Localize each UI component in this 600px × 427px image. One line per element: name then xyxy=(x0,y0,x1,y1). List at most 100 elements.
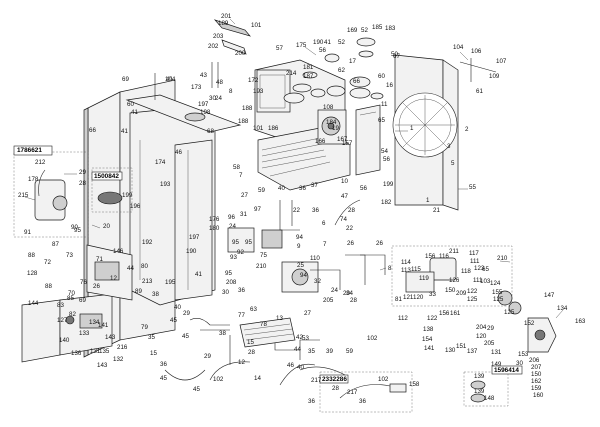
part-callout: 143 xyxy=(105,334,116,341)
part-callout: 199 xyxy=(122,192,133,199)
part-callout: 93 xyxy=(230,254,237,261)
part-callout: 153 xyxy=(518,351,529,358)
part-callout: 38 xyxy=(152,291,159,298)
plate-exchanger xyxy=(239,317,296,348)
part-callout: 193 xyxy=(253,88,264,95)
part-callout: 45 xyxy=(182,333,189,340)
part-callout: 203 xyxy=(213,33,224,40)
part-callout: 41 xyxy=(121,128,128,135)
part-callout: 111 xyxy=(470,258,480,265)
part-callout: 3 xyxy=(447,143,451,150)
part-callout: 125 xyxy=(467,296,478,303)
part-callout: 29 xyxy=(487,325,494,332)
part-callout: 180 xyxy=(209,225,220,232)
part-callout: 75 xyxy=(260,252,267,259)
part-callout: 205 xyxy=(323,297,334,304)
part-callout: 97 xyxy=(254,206,261,213)
part-callout: 101 xyxy=(253,125,264,132)
part-callout: 28 xyxy=(332,385,339,392)
part-callout: 60 xyxy=(127,101,134,108)
part-callout: 201 xyxy=(221,13,232,20)
part-callout: 188 xyxy=(242,105,253,112)
part-callout: 130 xyxy=(445,347,456,354)
part-callout: 26 xyxy=(376,240,383,247)
part-callout: 131 xyxy=(90,348,101,355)
part-callout: 102 xyxy=(378,376,389,383)
part-callout: 143 xyxy=(97,362,108,369)
part-callout: 139 xyxy=(474,373,485,380)
part-callout: 28 xyxy=(350,297,357,304)
part-callout: 20 xyxy=(103,223,110,230)
part-callout: 79 xyxy=(141,324,148,331)
part-callout: 122 xyxy=(427,315,438,322)
part-callout: 94 xyxy=(296,234,303,241)
fan-assembly xyxy=(317,109,347,145)
part-callout: 95 xyxy=(74,227,81,234)
part-callout: 68 xyxy=(207,128,214,135)
part-callout: 72 xyxy=(44,259,51,266)
part-callout: 30 xyxy=(222,289,229,296)
part-callout: 118 xyxy=(461,268,471,275)
part-callout: 184 xyxy=(326,119,337,126)
part-callout: 88 xyxy=(45,283,52,290)
part-callout: 159 xyxy=(531,385,542,392)
part-callout: 26 xyxy=(93,283,100,290)
part-callout: 175 xyxy=(296,42,307,49)
part-callout: 87 xyxy=(52,241,59,248)
part-callout: 95 xyxy=(245,239,252,246)
bottom-hoses xyxy=(164,361,346,386)
part-callout: 70 xyxy=(68,290,75,297)
part-callout: 147 xyxy=(544,292,555,299)
part-callout: 13 xyxy=(276,315,283,322)
part-callout: 94 xyxy=(300,272,307,279)
part-callout: 157 xyxy=(342,140,353,147)
part-callout: 19 xyxy=(332,125,339,132)
part-callout: 36 xyxy=(312,207,319,214)
part-callout: 34 xyxy=(346,290,353,297)
part-callout: 82 xyxy=(69,311,76,318)
part-callout: 28 xyxy=(248,349,255,356)
part-callout: 56 xyxy=(360,185,367,192)
part-callout: 161 xyxy=(450,310,461,317)
part-callout: 59 xyxy=(258,187,265,194)
part-callout: 7 xyxy=(323,241,327,248)
part-callout: 24 xyxy=(215,95,222,102)
part-callout: 65 xyxy=(482,266,489,273)
part-callout: 122 xyxy=(467,288,478,295)
part-callout: 135 xyxy=(99,348,110,355)
part-callout: 120 xyxy=(476,333,487,340)
part-callout: 15 xyxy=(247,339,254,346)
part-callout: 69 xyxy=(79,297,86,304)
front-frame xyxy=(392,54,459,211)
part-callout: 169 xyxy=(347,27,358,34)
part-callout: 29 xyxy=(79,169,86,176)
part-callout: 124 xyxy=(490,280,501,287)
kit-box-b xyxy=(91,167,133,213)
kit-box-a xyxy=(13,145,89,238)
part-callout: 29 xyxy=(183,310,190,317)
part-callout: 148 xyxy=(484,395,495,402)
part-callout: 29 xyxy=(204,353,211,360)
part-callout: 146 xyxy=(113,248,124,255)
part-callout: 128 xyxy=(27,270,38,277)
part-callout: 125 xyxy=(493,296,504,303)
kit-code-b: 1500842 xyxy=(94,173,119,180)
part-callout: 95 xyxy=(225,270,232,277)
part-callout: 36 xyxy=(299,185,306,192)
part-callout: 52 xyxy=(361,27,368,34)
part-callout: 107 xyxy=(496,58,507,65)
part-callout: 140 xyxy=(59,337,70,344)
part-callout: 199 xyxy=(383,181,394,188)
part-callout: 39 xyxy=(326,348,333,355)
part-callout: 106 xyxy=(471,48,482,55)
part-callout: 200 xyxy=(235,50,246,57)
part-callout: 192 xyxy=(142,239,153,246)
part-callout: 74 xyxy=(340,216,347,223)
part-callout: 215 xyxy=(18,192,29,199)
insulation-panel xyxy=(355,104,381,176)
part-callout: 78 xyxy=(260,321,267,328)
part-callout: 24 xyxy=(229,223,236,230)
part-callout: 121 xyxy=(403,294,414,301)
part-callout: 139 xyxy=(474,388,485,395)
